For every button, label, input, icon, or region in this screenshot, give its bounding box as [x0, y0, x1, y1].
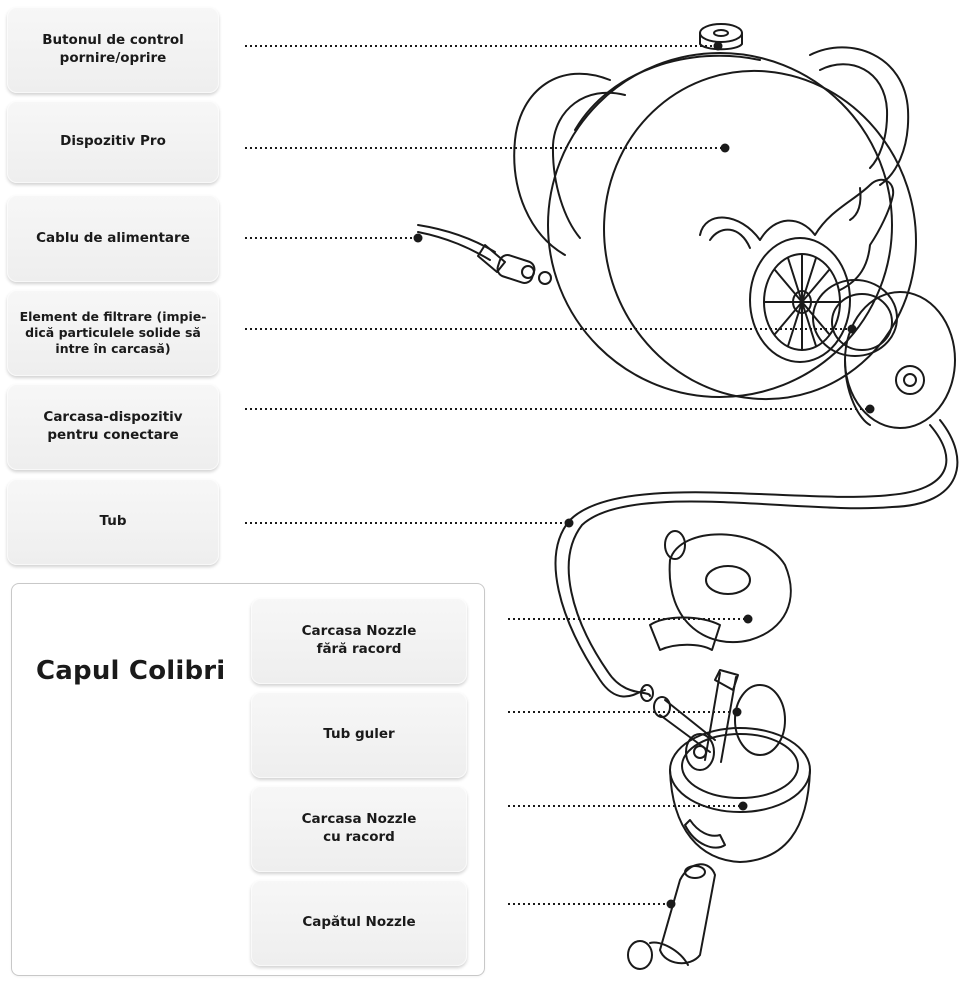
tube	[554, 419, 959, 702]
leader-dot	[666, 899, 676, 909]
nozzle-housing-with-connector	[669, 727, 811, 863]
leader-dot	[564, 518, 574, 528]
label-device-pro: Dispozitiv Pro	[7, 101, 219, 183]
leader-dot	[713, 41, 723, 51]
leader-dot	[413, 233, 423, 243]
label-nozzle-housing-no-connector: Carcasa Nozzle fără racord	[251, 598, 467, 684]
nozzle-tip	[627, 863, 716, 970]
label-tube: Tub	[7, 479, 219, 565]
label-connector-housing: Carcasa-dispozitiv pentru conectare	[7, 384, 219, 470]
label-power-cable: Cablu de alimentare	[7, 195, 219, 282]
label-nozzle-tip: Capătul Nozzle	[251, 880, 467, 966]
label-filter-element: Element de filtrare (impie- dică particu…	[7, 290, 219, 376]
label-nozzle-housing-with-connector: Carcasa Nozzle cu racord	[251, 786, 467, 872]
filter-element	[812, 279, 898, 357]
leader-dot	[743, 614, 753, 624]
label-power-button: Butonul de control pornire/oprire	[7, 7, 219, 93]
leader-dot	[720, 143, 730, 153]
leader-dot	[732, 707, 742, 717]
device-body	[513, 23, 917, 401]
leader-dot	[865, 404, 875, 414]
leader-dot	[847, 324, 857, 334]
nozzle-housing-no-connector	[649, 530, 792, 651]
power-cable	[417, 224, 552, 285]
connector-housing	[844, 291, 956, 429]
collar-tube	[653, 669, 786, 763]
label-collar-tube: Tub guler	[251, 692, 467, 778]
head-group-title: Capul Colibri	[36, 656, 226, 686]
leader-dot	[738, 801, 748, 811]
